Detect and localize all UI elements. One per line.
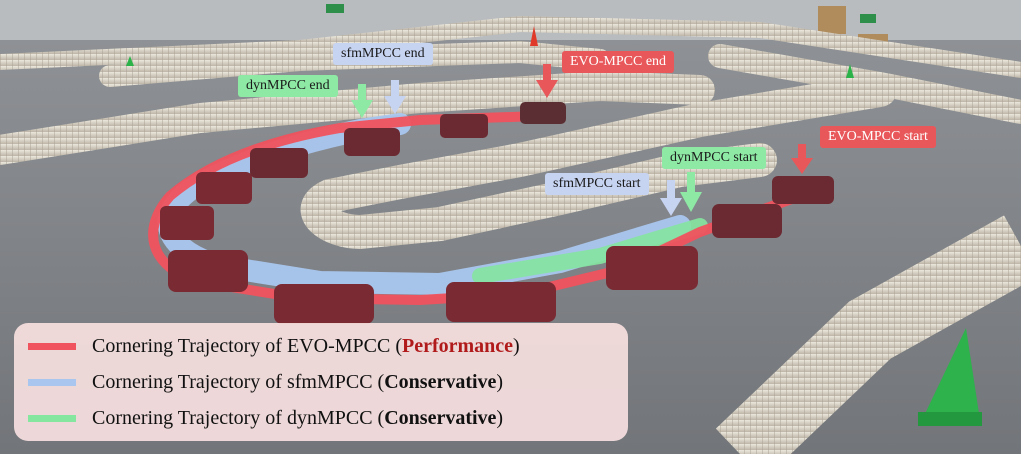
arrow-evo-end <box>536 64 558 98</box>
rc-car <box>160 206 214 240</box>
legend-swatch-sfm <box>28 378 76 386</box>
legend-text: Cornering Trajectory of sfmMPCC (Conserv… <box>92 370 504 393</box>
legend-item-evo: Cornering Trajectory of EVO-MPCC (Perfor… <box>28 331 520 361</box>
label-sfm-end: sfmMPCC end <box>333 43 433 65</box>
rc-car <box>606 246 698 290</box>
traffic-cone-large <box>922 328 980 420</box>
rc-car <box>772 176 834 204</box>
traffic-cone <box>846 64 854 78</box>
car-sequence <box>160 102 834 324</box>
arrow-dyn-end <box>351 84 373 118</box>
hose-diagonal <box>0 70 715 165</box>
label-evo-start: EVO-MPCC start <box>820 126 936 148</box>
hose-middle <box>300 73 897 250</box>
legend-swatch-evo <box>28 342 76 350</box>
label-evo-end: EVO-MPCC end <box>562 51 675 73</box>
rc-car <box>196 172 252 204</box>
legend-text: Cornering Trajectory of dynMPCC (Conserv… <box>92 406 504 429</box>
arrow-sfm-start <box>660 180 682 216</box>
rc-car <box>712 204 782 238</box>
rc-car <box>520 102 566 124</box>
legend-item-sfm: Cornering Trajectory of sfmMPCC (Conserv… <box>28 367 503 397</box>
traffic-cone-base <box>918 412 982 426</box>
hose-bottom-right <box>715 215 1021 454</box>
legend-text: Cornering Trajectory of EVO-MPCC (Perfor… <box>92 334 520 357</box>
label-sfm-start: sfmMPCC start <box>545 173 649 195</box>
arrow-dyn-start <box>680 172 702 212</box>
label-dyn-end: dynMPCC end <box>238 75 338 97</box>
arrow-sfm-end <box>384 80 406 114</box>
rc-car <box>168 250 248 292</box>
exit-sign-right <box>860 14 876 23</box>
legend-swatch-dyn <box>28 414 76 422</box>
trajectory-dyn <box>472 218 708 284</box>
label-dyn-start: dynMPCC start <box>662 147 766 169</box>
rc-car <box>274 284 374 324</box>
traffic-cone <box>126 56 134 66</box>
legend: Cornering Trajectory of EVO-MPCC (Perfor… <box>14 323 628 441</box>
rc-car <box>440 114 488 138</box>
rc-car <box>446 282 556 322</box>
arrow-evo-start <box>791 144 813 174</box>
rc-car <box>344 128 400 156</box>
exit-sign-left <box>326 4 344 13</box>
rc-car <box>250 148 308 178</box>
legend-item-dyn: Cornering Trajectory of dynMPCC (Conserv… <box>28 403 503 433</box>
cardboard-box <box>818 6 846 34</box>
traffic-cone <box>530 26 538 46</box>
hose-back <box>0 15 1021 78</box>
